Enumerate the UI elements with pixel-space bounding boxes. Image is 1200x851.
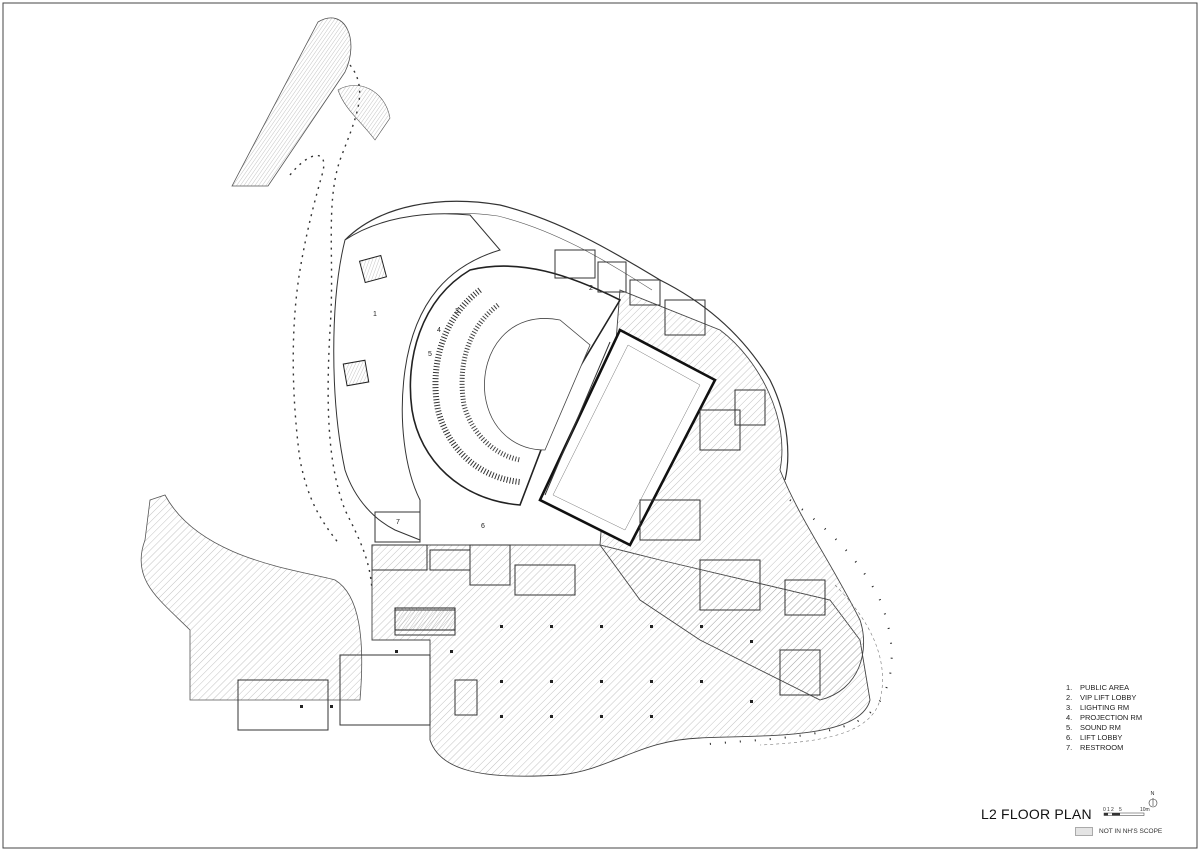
walkway-dotted-2 — [289, 154, 341, 546]
legend-item: 3.LIGHTING RM — [1066, 703, 1130, 712]
scale-label-1: 1 — [1107, 807, 1110, 813]
drawing-title: L2 FLOOR PLAN — [981, 806, 1092, 822]
upper-shell — [344, 200, 789, 481]
north-ramp — [231, 17, 352, 187]
scope-key: NOT IN NH'S SCOPE — [1075, 827, 1162, 836]
rooms-south — [237, 544, 576, 731]
legend-item: 6.LIFT LOBBY — [1066, 733, 1123, 742]
plan-label-5: 5 — [428, 351, 432, 358]
ramp-ramped-wall — [337, 85, 391, 141]
restroom — [374, 511, 421, 543]
audience-bowl — [484, 318, 591, 451]
scope-label: NOT IN NH'S SCOPE — [1099, 828, 1163, 835]
room-legend: 1.PUBLIC AREA 2.VIP LIFT LOBBY 3.LIGHTIN… — [1066, 683, 1142, 753]
public-area-lobby — [333, 213, 501, 541]
scale-label-2: 2 — [1111, 807, 1114, 813]
plan-label-4: 4 — [437, 327, 441, 334]
columns — [300, 625, 753, 718]
legend-item: 2.VIP LIFT LOBBY — [1066, 693, 1137, 702]
plan-label-6: 6 — [481, 523, 485, 530]
stair-west — [342, 359, 370, 387]
plan-label-7: 7 — [396, 519, 400, 526]
plan-label-2: 2 — [589, 285, 593, 292]
scale-label-0: 0 — [1103, 807, 1106, 813]
plan-label-3: 3 — [455, 308, 459, 315]
auditorium-ring-outer — [409, 265, 622, 506]
north-arrow: N — [1148, 791, 1158, 808]
legend-item: 7.RESTROOM — [1066, 743, 1124, 752]
auditorium-seating-rows-2 — [459, 303, 521, 463]
stage-floor-diagonal — [544, 341, 611, 496]
scale-label-10m: 10m — [1140, 807, 1150, 813]
legend-item: 4.PROJECTION RM — [1066, 713, 1143, 722]
svg-text:N: N — [1151, 791, 1155, 797]
scale-bar — [1103, 812, 1145, 816]
stair-south — [394, 607, 456, 631]
legend-item: 5.SOUND RM — [1066, 723, 1121, 732]
rooms-north — [554, 249, 826, 696]
scope-swatch — [1075, 827, 1093, 836]
west-curved-plaza — [140, 494, 363, 701]
scale-label-5: 5 — [1119, 807, 1122, 813]
stair-north — [358, 254, 388, 284]
plan-label-1: 1 — [373, 311, 377, 318]
legend-item: 1.PUBLIC AREA — [1066, 683, 1130, 692]
stage-inner — [552, 344, 701, 531]
